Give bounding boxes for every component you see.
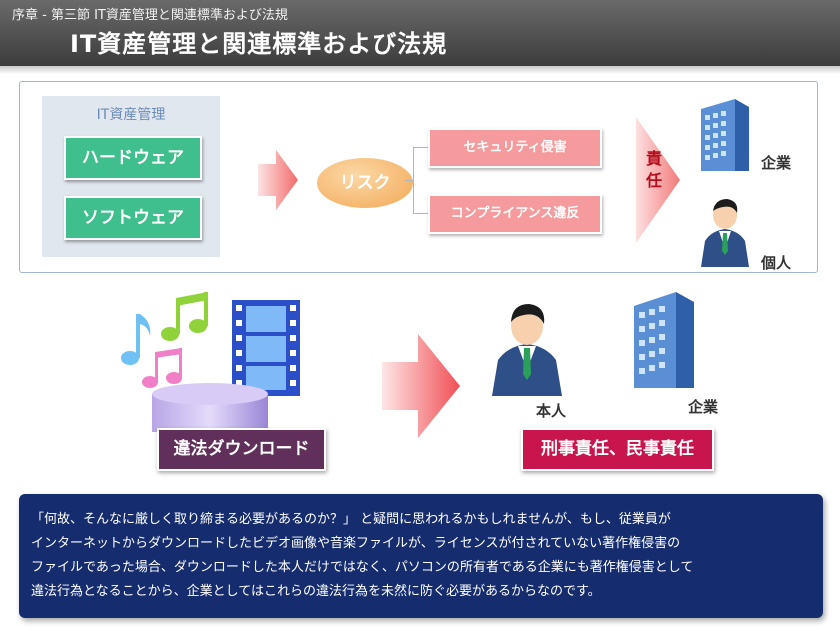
software-box: ソフトウェア [64, 196, 202, 240]
responsibility-arrow-icon [636, 117, 680, 243]
it-asset-group: IT資産管理 ハードウェア ソフトウェア [42, 96, 220, 257]
party-company-label: 企業 [761, 154, 792, 172]
header-shadow [0, 66, 840, 74]
right-arrow-icon [258, 150, 298, 210]
explanation-line: 違法行為となることから、企業としてはこれらの違法行為を未然に防ぐ必要があるからな… [31, 584, 601, 599]
compliance-violation-box: コンプライアンス違反 [428, 194, 602, 234]
explanation-text: 「何故、そんなに厳しく取り締まる必要があるのか？」 と疑問に思われるかもしれませ… [31, 508, 811, 604]
person-caption: 本人 [536, 402, 567, 420]
right-arrow-icon [382, 334, 460, 438]
explanation-line: インターネットからダウンロードしたビデオ画像や音楽ファイルが、ライセンスが付され… [31, 536, 681, 551]
header-bar: 序章 - 第三節 IT資産管理と関連標準および法規 IT資産管理と関連標準および… [0, 0, 840, 66]
businessman-icon [701, 199, 749, 267]
database-icon [152, 383, 268, 432]
risk-ellipse: リスク [317, 158, 413, 208]
hardware-box: ハードウェア [64, 136, 202, 180]
company-caption: 企業 [688, 398, 719, 416]
film-strip-icon [232, 300, 300, 396]
explanation-line: ファイルであった場合、ダウンロードした本人だけではなく、パソコンの所有者である企… [31, 560, 694, 575]
risk-bracket [413, 147, 430, 214]
liability-label: 刑事責任、民事責任 [521, 428, 714, 471]
party-individual-label: 個人 [761, 254, 792, 272]
breadcrumb: 序章 - 第三節 IT資産管理と関連標準および法規 [12, 8, 288, 23]
explanation-box: 「何故、そんなに厳しく取り締まる必要があるのか？」 と疑問に思われるかもしれませ… [19, 494, 823, 618]
illegal-download-label: 違法ダウンロード [157, 428, 326, 471]
it-asset-group-label: IT資産管理 [96, 107, 166, 123]
page-title: IT資産管理と関連標準および法規 [70, 30, 448, 58]
security-breach-box: セキュリティ侵害 [428, 128, 602, 168]
building-icon [634, 292, 694, 388]
responsibility-label: 責任 [645, 149, 662, 190]
bracket-connector [405, 180, 413, 181]
music-notes-icon [121, 292, 208, 388]
businessman-icon [492, 304, 562, 396]
explanation-line: 「何故、そんなに厳しく取り締まる必要があるのか？」 と疑問に思われるかもしれませ… [31, 512, 671, 527]
building-icon [701, 99, 749, 171]
